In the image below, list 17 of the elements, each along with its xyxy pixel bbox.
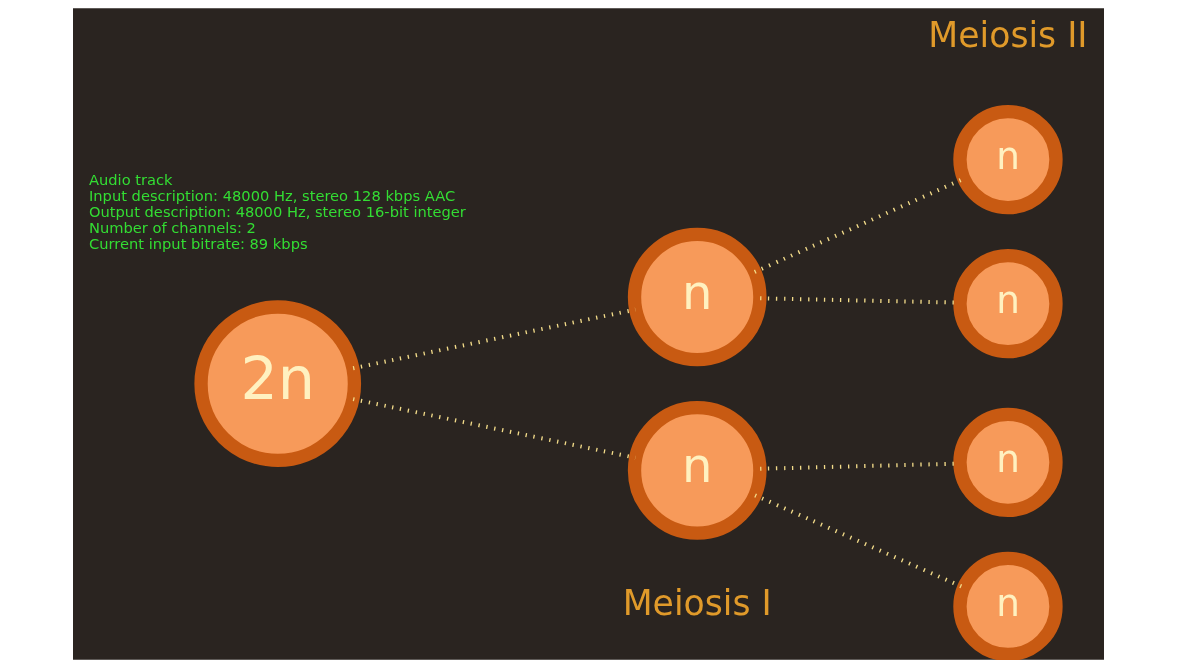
label: Meiosis I <box>622 582 772 623</box>
connector <box>754 493 965 590</box>
node-circle: 2n <box>194 300 362 468</box>
label: Output description: 48000 Hz, stereo 16-bit integer <box>89 202 466 220</box>
node-circle: n <box>953 104 1063 215</box>
node-circle: n <box>953 407 1063 518</box>
connector <box>352 397 636 460</box>
node-circle: n <box>953 248 1063 359</box>
label: Meiosis II <box>928 14 1088 55</box>
label: Number of channels: 2 <box>89 218 256 236</box>
label: Input description: 48000 Hz, stereo 128 kbps AAC <box>89 186 456 204</box>
node-circle: n <box>627 227 767 367</box>
connector <box>352 307 636 371</box>
label: Current input bitrate: 89 kbps <box>89 234 308 252</box>
node-circle: n <box>953 551 1063 660</box>
label: Audio track <box>89 170 173 188</box>
node-circle: n <box>627 401 767 540</box>
